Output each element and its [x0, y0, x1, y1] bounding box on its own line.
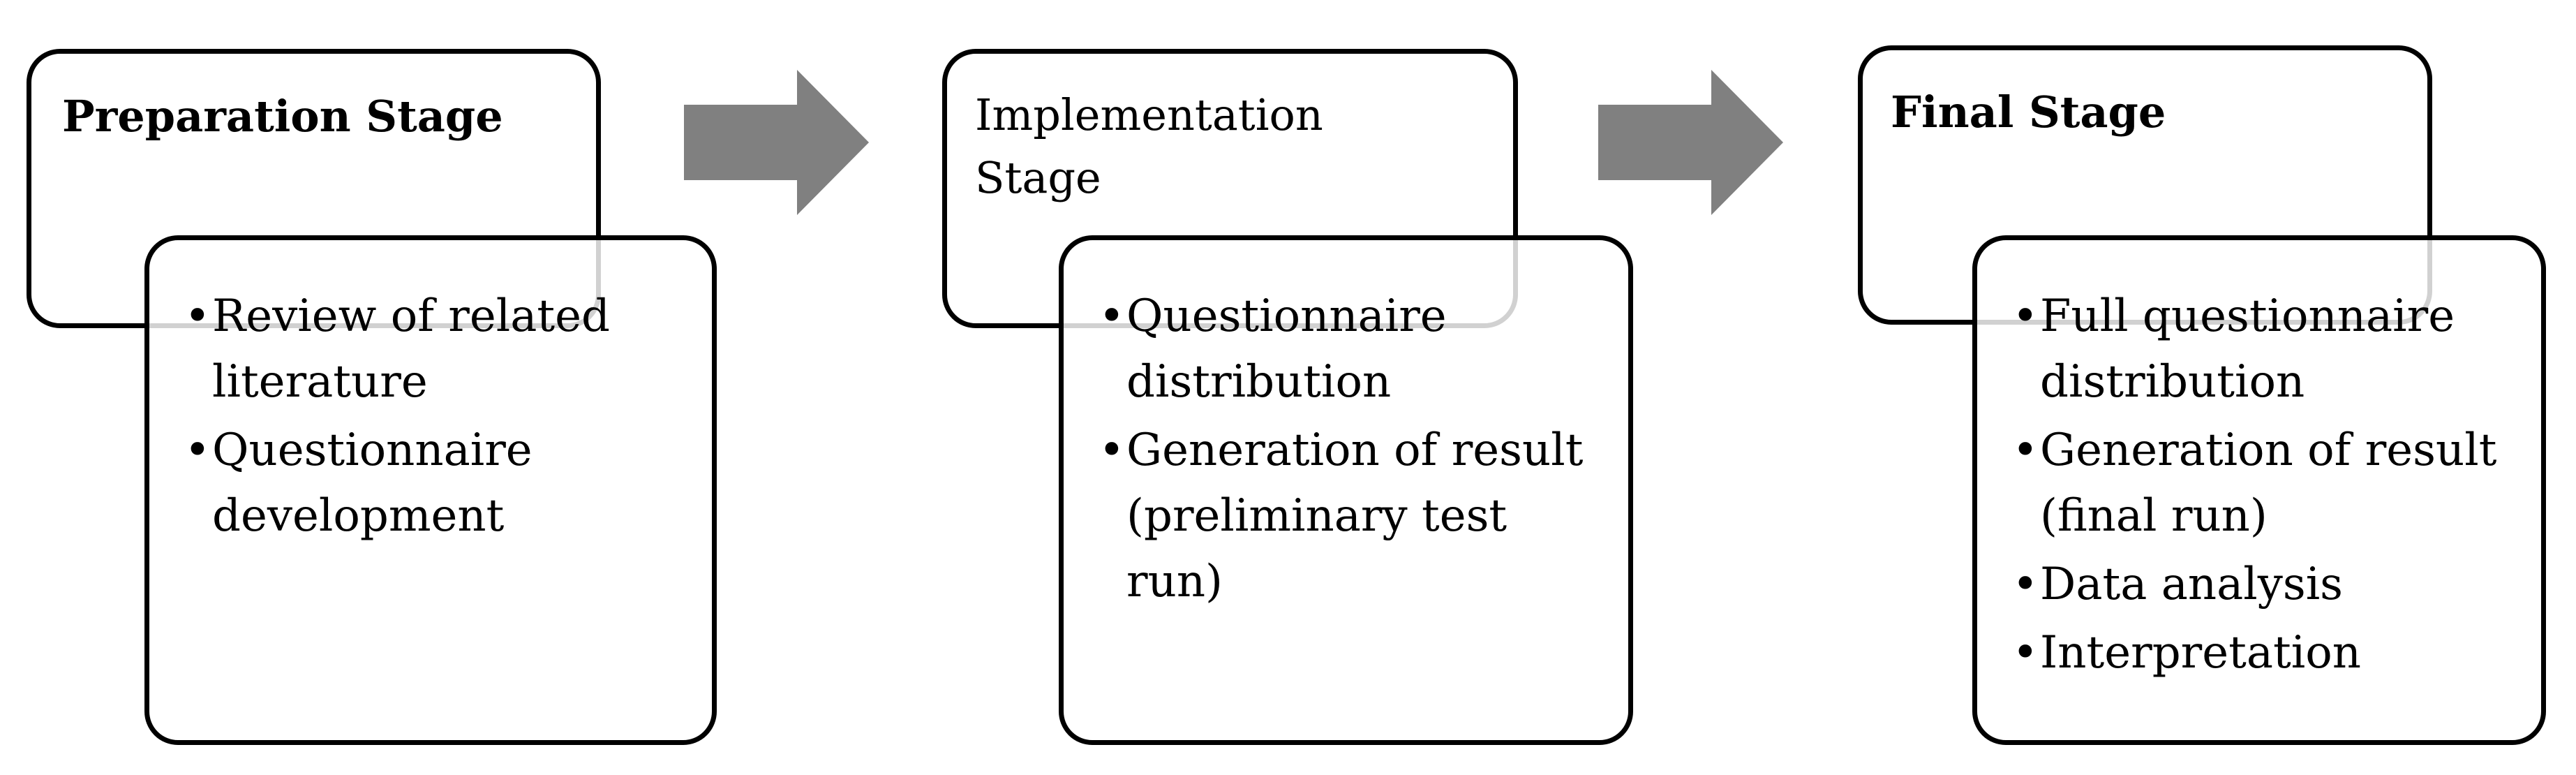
final-stage-bullets: Full questionnaire distribution Generati…	[2012, 283, 2522, 688]
bullet-item: Full questionnaire distribution	[2012, 283, 2522, 415]
bullet-item: Questionnaire distribution	[1099, 283, 1608, 415]
implementation-stage-title: Implementation Stage	[975, 89, 1323, 203]
bullet-item: Questionnaire development	[184, 418, 666, 549]
bullet-item: Generation of result (preliminary test r…	[1099, 418, 1608, 614]
final-stage-title: Final Stage	[1891, 87, 2166, 138]
implementation-stage-bullets: Questionnaire distribution Generation of…	[1099, 283, 1608, 617]
bullet-item: Data analysis	[2012, 552, 2522, 617]
preparation-stage-bullets: Review of related literature Questionnai…	[184, 283, 666, 552]
bullet-item: Review of related literature	[184, 283, 666, 415]
bullet-item: Interpretation	[2012, 620, 2522, 686]
implementation-stage-body-box: Questionnaire distribution Generation of…	[1059, 235, 1633, 745]
preparation-stage-title: Preparation Stage	[62, 91, 503, 142]
preparation-stage-body-box: Review of related literature Questionnai…	[144, 235, 717, 745]
arrow-right-icon	[684, 70, 869, 215]
arrow-right-icon	[1598, 70, 1783, 215]
final-stage-body-box: Full questionnaire distribution Generati…	[1972, 235, 2546, 745]
bullet-item: Generation of result (final run)	[2012, 418, 2522, 549]
